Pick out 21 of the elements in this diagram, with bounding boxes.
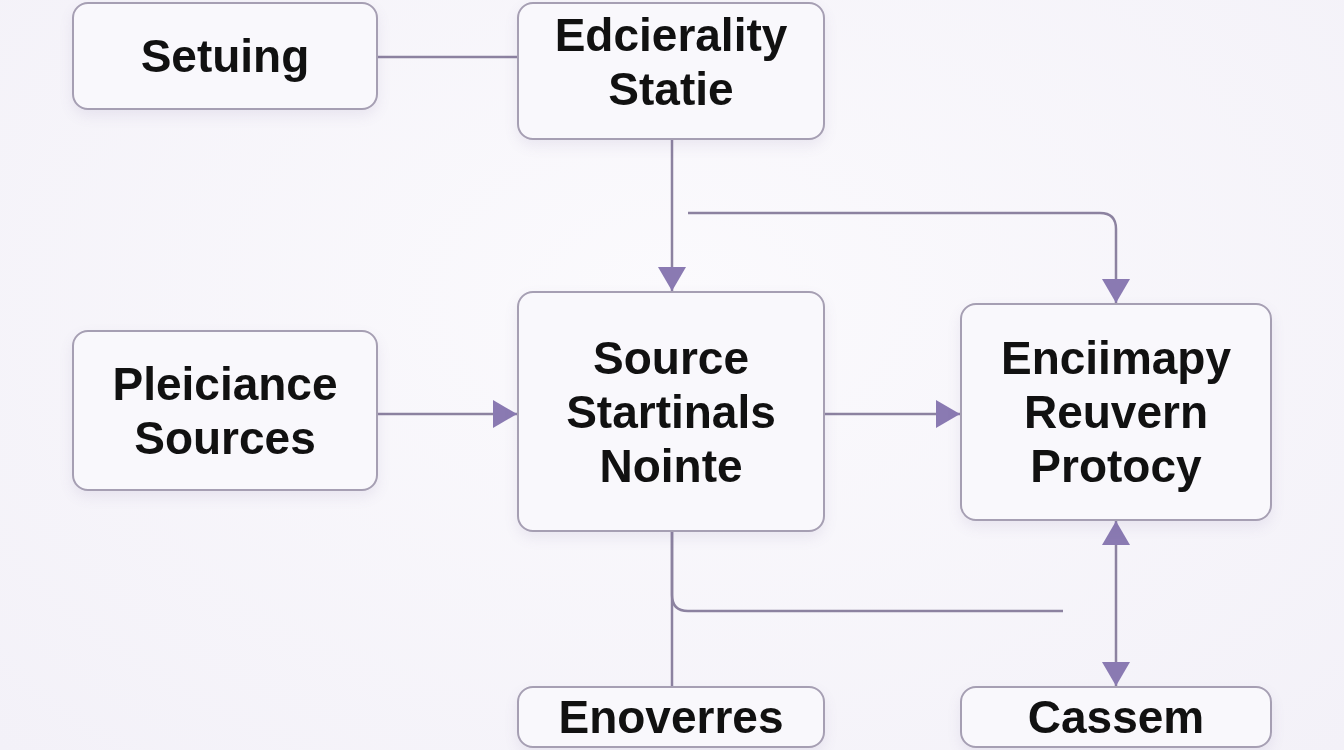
- arrow: [688, 211, 1130, 303]
- arrow: [825, 400, 960, 428]
- arrow: [1102, 521, 1130, 686]
- process-box: [72, 2, 378, 110]
- box-label: Cassem: [1026, 690, 1206, 744]
- process-box: [960, 303, 1272, 521]
- box-label: Enoverres: [557, 690, 785, 744]
- box-label: Setuing: [139, 29, 311, 83]
- process-box: [960, 686, 1272, 748]
- process-box: [517, 686, 825, 748]
- arrow: [378, 400, 517, 428]
- connector-line: [378, 55, 517, 59]
- box-label: Source Startinals Nointe: [565, 330, 777, 493]
- box-label: Pleiciance Sources: [111, 356, 339, 465]
- connector-line: [670, 532, 1063, 613]
- process-box: [517, 291, 825, 532]
- box-label: Enciimapy Reuvern Protocy: [999, 331, 1233, 493]
- arrow: [658, 140, 686, 291]
- process-box: [72, 330, 378, 491]
- process-box: [517, 2, 825, 140]
- box-label: Edcierality Statie: [553, 8, 789, 116]
